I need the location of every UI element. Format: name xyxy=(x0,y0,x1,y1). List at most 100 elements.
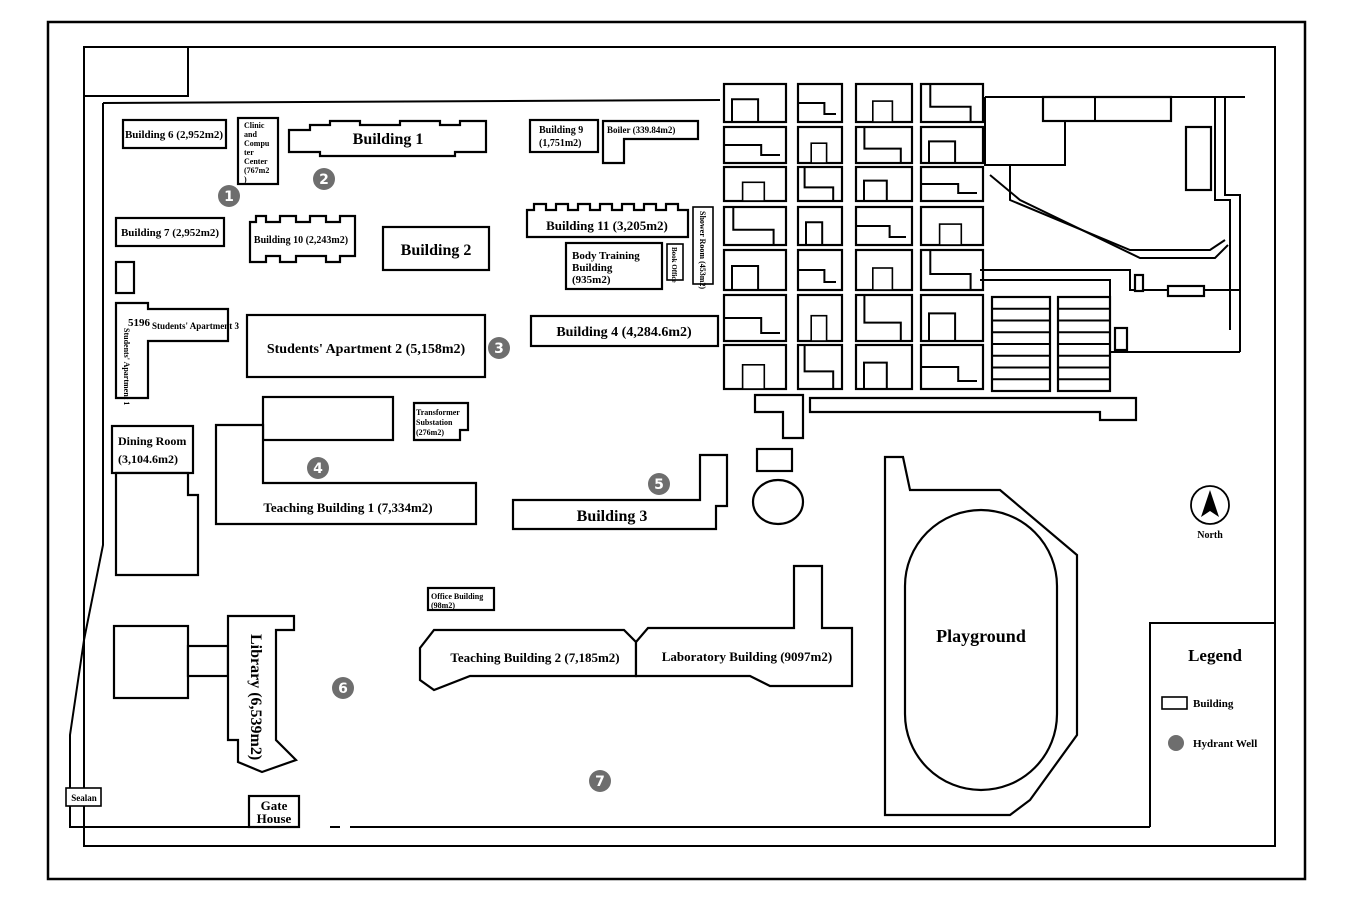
legend-title: Legend xyxy=(1188,646,1242,665)
residential-block xyxy=(722,125,788,165)
dining-room-annex xyxy=(114,471,200,577)
sealan-label: Sealan xyxy=(71,793,97,803)
svg-text:Center: Center xyxy=(244,157,268,166)
students-apartment-2 xyxy=(245,313,487,379)
transformer-label: Transformer xyxy=(416,408,460,417)
residential-block xyxy=(919,293,985,343)
boiler-label: Boiler (339.84m2) xyxy=(607,125,675,135)
residential-block xyxy=(854,248,914,292)
office-building-area: (98m2) xyxy=(431,601,455,610)
building-6 xyxy=(121,118,228,150)
teaching-building-1-label: Teaching Building 1 (7,334m2) xyxy=(263,500,432,515)
building-2-label: Building 2 xyxy=(401,242,472,259)
hydrant-number: 3 xyxy=(494,341,504,357)
hydrant-well: 7 xyxy=(589,770,611,792)
clinic-label: Clinic and Compu ter Center (767m2 ) xyxy=(244,121,270,184)
office-building xyxy=(426,586,496,612)
top-right-complex xyxy=(980,95,1241,353)
shower-room xyxy=(692,206,714,285)
residential-block xyxy=(854,293,914,343)
building-11 xyxy=(525,202,690,239)
svg-text:ter: ter xyxy=(244,148,254,157)
sealan-box xyxy=(65,787,102,807)
body-training-label-2: Building xyxy=(572,262,613,274)
legend-building-label: Building xyxy=(1193,698,1234,710)
hydrant-number: 2 xyxy=(319,172,329,188)
residential-block xyxy=(796,293,844,343)
building-11-label: Building 11 (3,205m2) xyxy=(546,218,668,233)
building-10-label: Building 10 (2,243m2) xyxy=(254,235,348,246)
residential-block xyxy=(796,165,844,203)
svg-text:): ) xyxy=(244,175,247,184)
residential-block xyxy=(796,343,844,391)
svg-text:(767m2: (767m2 xyxy=(244,166,269,175)
residential-block xyxy=(796,248,844,292)
office-building-label: Office Building xyxy=(431,592,483,601)
hydrant-number: 7 xyxy=(595,774,605,790)
playground-label: Playground xyxy=(936,626,1026,646)
residential-block xyxy=(919,82,985,124)
inner-boundary-line xyxy=(69,103,300,828)
building-3-label: Building 3 xyxy=(577,508,648,525)
corner-box xyxy=(83,46,189,97)
clinic-computer-center xyxy=(236,116,280,186)
laboratory-building-label: Laboratory Building (9097m2) xyxy=(662,649,832,664)
hydrant-number: 5 xyxy=(654,477,664,493)
hydrant-well: 3 xyxy=(488,337,510,359)
residential-block xyxy=(722,165,788,203)
students-apartment-1-3 xyxy=(114,301,230,400)
dining-room-area: (3,104.6m2) xyxy=(118,452,178,466)
hydrant-number: 4 xyxy=(313,461,323,477)
apartment-number-label: 5196 xyxy=(128,317,151,329)
hydrant-well: 2 xyxy=(313,168,335,190)
hydrant-well: 4 xyxy=(307,457,329,479)
hydrant-well: 6 xyxy=(332,677,354,699)
hydrant-well: 5 xyxy=(648,473,670,495)
svg-text:Clinic: Clinic xyxy=(244,121,265,130)
shower-room-label: Shower Room (453m2) xyxy=(698,211,707,289)
boiler xyxy=(601,119,700,165)
residential-block xyxy=(919,165,985,203)
body-training-area: (935m2) xyxy=(572,274,611,286)
svg-text:and: and xyxy=(244,130,257,139)
building-9 xyxy=(528,118,600,154)
library xyxy=(226,614,299,774)
legend-hydrant-label: Hydrant Well xyxy=(1193,738,1257,750)
dormitory-strips xyxy=(990,295,1112,393)
residential-block xyxy=(854,205,914,247)
hydrant-well: 1 xyxy=(218,185,240,207)
residential-block xyxy=(722,293,788,343)
residential-block xyxy=(796,205,844,247)
residential-block xyxy=(854,125,914,165)
hydrant-number: 1 xyxy=(224,189,234,205)
hydrant-wells: 1 2 3 4 5 6 7 xyxy=(218,168,670,792)
dining-room xyxy=(110,424,195,475)
residential-block xyxy=(722,248,788,292)
building-7 xyxy=(114,216,226,248)
library-label: Library (6,539m2) xyxy=(247,634,264,760)
legend: Legend Building Hydrant Well xyxy=(1149,622,1275,827)
transformer-substation xyxy=(412,401,470,442)
students-apartment-1-label: Students' Apartment 1 xyxy=(122,328,131,405)
teaching-building-2-label: Teaching Building 2 (7,185m2) xyxy=(450,650,619,665)
building-3 xyxy=(511,453,729,531)
residential-block xyxy=(722,82,788,124)
library-annex xyxy=(112,624,190,700)
building-4-label: Building 4 (4,284.6m2) xyxy=(556,325,692,340)
round-structure xyxy=(751,478,805,526)
teaching-building-2 xyxy=(418,628,638,692)
library-connector xyxy=(186,644,230,678)
building-2 xyxy=(381,225,491,272)
laboratory-building xyxy=(634,564,854,688)
residential-block xyxy=(722,343,788,391)
building-1-label: Building 1 xyxy=(353,131,424,148)
residential-block xyxy=(919,248,985,292)
transformer-label-2: Substation xyxy=(416,418,453,427)
dining-room-label: Dining Room xyxy=(118,434,186,448)
long-dormitory xyxy=(808,396,1138,422)
building-6-label: Building 6 (2,952m2) xyxy=(125,129,223,141)
students-apartment-3-label: Students' Apartment 3 xyxy=(152,321,240,331)
book-office xyxy=(666,243,684,281)
residential-block xyxy=(796,125,844,165)
building-10 xyxy=(248,214,357,264)
